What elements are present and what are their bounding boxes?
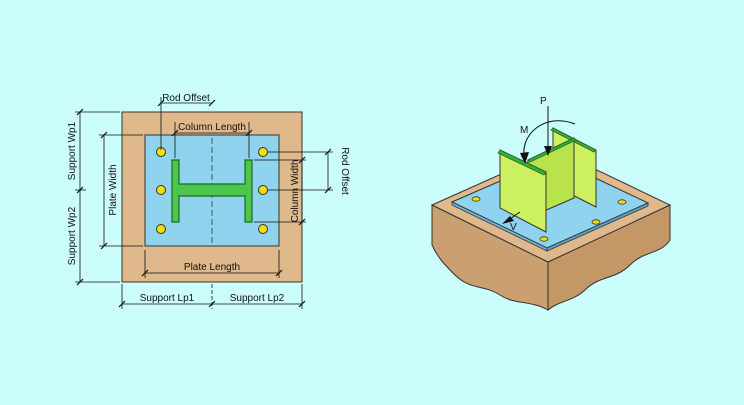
dim-column-width: Column Width [254, 156, 306, 226]
dim-support-lp: Support Lp1 Support Lp2 [118, 284, 306, 309]
anchor-bolt [617, 199, 627, 205]
anchor-bolt [591, 219, 601, 225]
isometric-view: P M V [430, 96, 672, 312]
dim-plate-length: Plate Length [141, 250, 283, 278]
svg-text:Support Lp2: Support Lp2 [230, 293, 285, 304]
concrete-block-right-face [547, 204, 671, 312]
anchor-bolt [156, 185, 166, 195]
svg-text:Column Width: Column Width [290, 160, 301, 223]
svg-text:P: P [540, 96, 547, 107]
svg-text:Rod Offset: Rod Offset [162, 93, 210, 104]
svg-text:Plate Length: Plate Length [184, 262, 240, 273]
svg-text:Support Wp1: Support Wp1 [67, 121, 78, 180]
dim-rod-offset-top: Rod Offset [157, 93, 216, 150]
dim-column-length: Column Length [171, 122, 253, 158]
anchor-bolt [258, 224, 268, 234]
svg-text:Support Lp1: Support Lp1 [140, 293, 195, 304]
shear-arrow: V [502, 211, 521, 233]
svg-text:M: M [520, 125, 528, 136]
column-front-flange [497, 149, 547, 233]
anchor-bolt [258, 185, 268, 195]
concrete-block-left-face [431, 204, 549, 311]
column-section [171, 159, 253, 223]
svg-text:V: V [510, 222, 517, 233]
plan-view: Rod Offset Column Length Column Width [67, 93, 350, 309]
anchor-bolt [156, 224, 166, 234]
anchor-bolt [258, 147, 268, 157]
svg-text:Plate Width: Plate Width [108, 164, 119, 215]
moment-arrow: M [520, 120, 576, 164]
dim-support-wp: Support Wp1 Support Wp2 [67, 108, 120, 286]
anchor-bolt [539, 236, 549, 242]
dim-rod-offset-side: Rod Offset [268, 147, 350, 195]
axial-load-arrow: P [540, 96, 552, 156]
svg-text:Column Length: Column Length [178, 122, 246, 133]
svg-text:Rod Offset: Rod Offset [339, 147, 350, 195]
dim-plate-width: Plate Width [99, 131, 143, 250]
anchor-bolt [471, 196, 481, 202]
svg-text:Support Wp2: Support Wp2 [67, 206, 78, 265]
